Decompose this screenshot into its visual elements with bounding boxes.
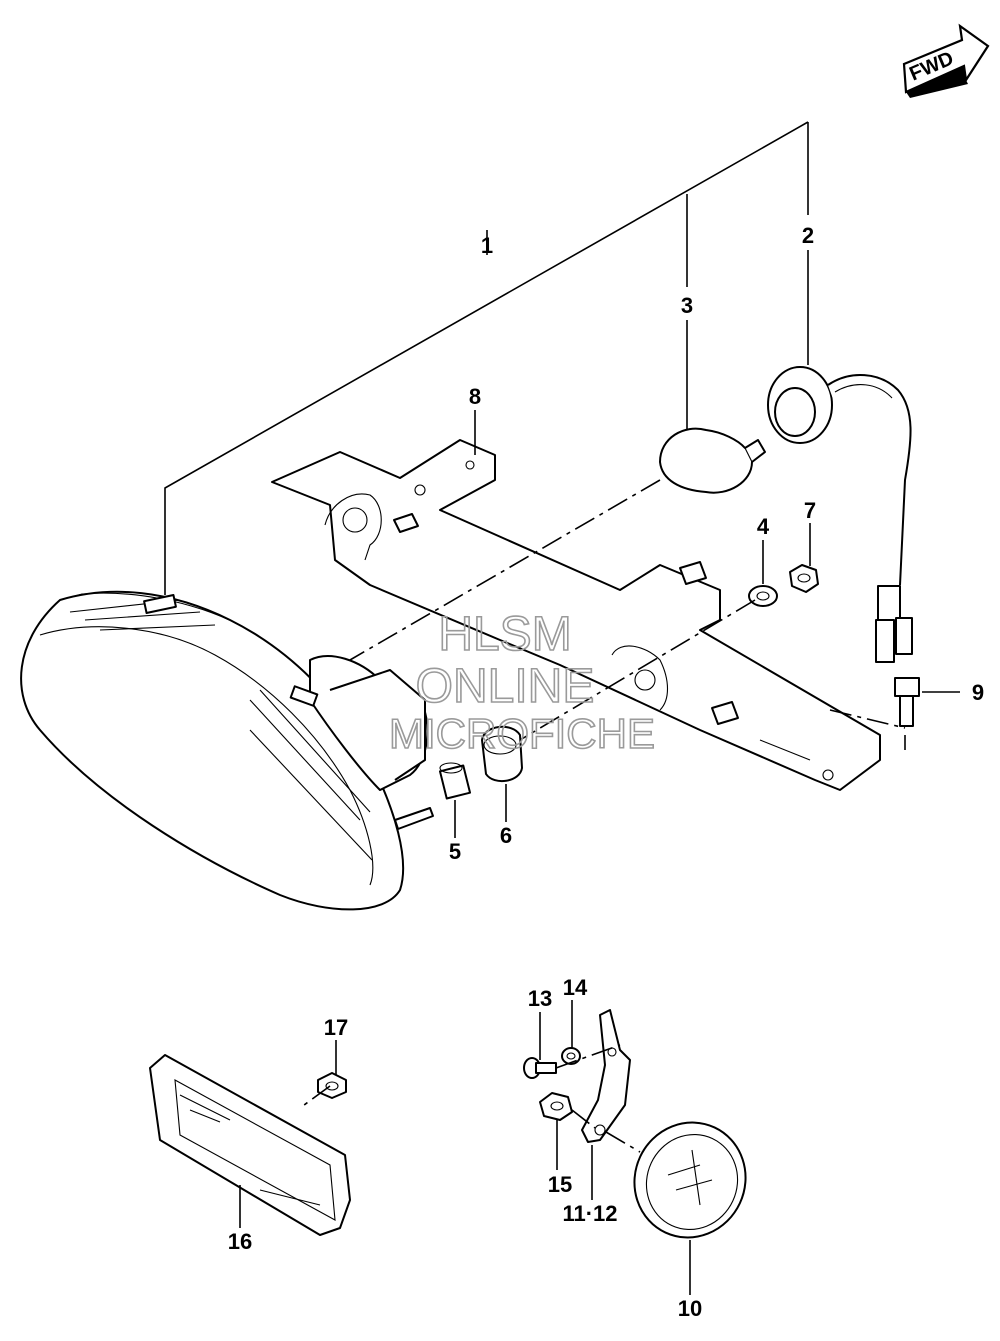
assembly-leader-lines bbox=[164, 121, 809, 595]
callout-9: 9 bbox=[972, 680, 984, 705]
callout-16: 16 bbox=[228, 1229, 252, 1254]
round-reflector bbox=[633, 1121, 747, 1239]
tail-lamp-housing bbox=[20, 590, 434, 911]
mounting-bracket bbox=[271, 439, 881, 791]
reflector-nut bbox=[317, 1072, 347, 1099]
callout-2: 2 bbox=[802, 223, 814, 248]
grommet bbox=[481, 725, 523, 783]
callout-17: 17 bbox=[324, 1015, 348, 1040]
watermark-line-1: HLSM bbox=[438, 608, 571, 661]
callout-5: 5 bbox=[449, 839, 461, 864]
reflector-bracket bbox=[581, 1009, 631, 1143]
callout-leaders bbox=[239, 410, 960, 1295]
callout-15: 15 bbox=[548, 1172, 572, 1197]
bulb bbox=[659, 427, 766, 494]
nut-14 bbox=[561, 1047, 581, 1065]
callout-1: 1 bbox=[481, 233, 493, 258]
callout-11-12: 11·12 bbox=[562, 1201, 617, 1226]
callout-6: 6 bbox=[500, 823, 512, 848]
callout-3: 3 bbox=[681, 293, 693, 318]
callout-4: 4 bbox=[757, 514, 770, 539]
washer bbox=[748, 585, 778, 607]
spacer bbox=[438, 762, 472, 800]
nut-15 bbox=[539, 1092, 573, 1121]
fwd-arrow-badge: FWD bbox=[902, 23, 990, 98]
watermark-line-3: MICROFICHE bbox=[389, 710, 655, 757]
alignment-lines bbox=[299, 479, 906, 1153]
callout-10: 10 bbox=[678, 1296, 702, 1321]
rear-reflector bbox=[149, 1054, 351, 1236]
callout-8: 8 bbox=[469, 384, 481, 409]
screw-13 bbox=[523, 1057, 557, 1079]
callout-13: 13 bbox=[528, 986, 552, 1011]
watermark-line-2: ONLINE bbox=[416, 660, 595, 713]
bolt bbox=[894, 677, 920, 727]
bulb-socket-harness bbox=[767, 366, 913, 663]
nut bbox=[789, 564, 819, 593]
callout-14: 14 bbox=[563, 975, 588, 1000]
callout-7: 7 bbox=[804, 498, 816, 523]
watermark: HLSM ONLINE MICROFICHE bbox=[388, 607, 656, 758]
callout-labels: 1 2 3 4 5 6 7 8 9 10 11·12 13 14 15 16 1… bbox=[228, 223, 984, 1321]
